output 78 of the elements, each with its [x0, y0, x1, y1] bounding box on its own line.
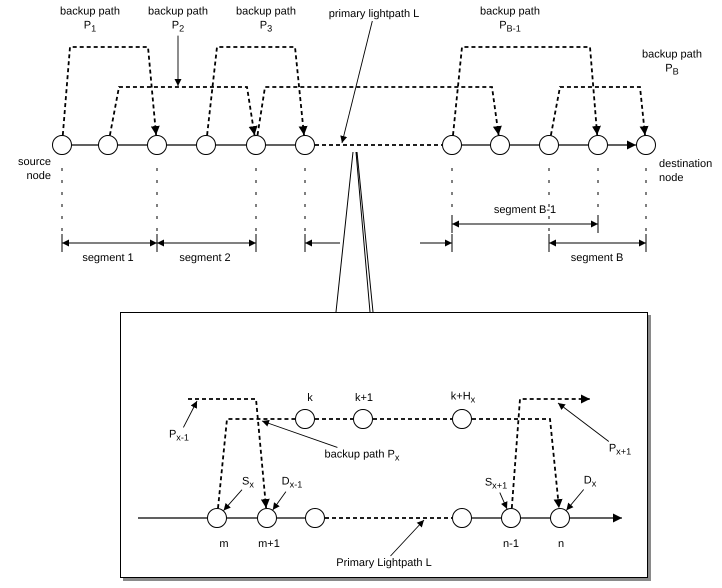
node-caption: n [558, 537, 564, 551]
text-label: backup path P$_{B}$ [641, 47, 703, 79]
node-circle [305, 508, 325, 528]
line [559, 144, 588, 146]
node-caption: k+H$_{x}$ [450, 389, 476, 407]
dashed-arrow [452, 46, 601, 136]
dashed-arrow [256, 86, 502, 136]
dashed-arrow [109, 86, 258, 136]
node-circle [147, 135, 167, 155]
line [472, 517, 501, 519]
arrow [570, 514, 622, 522]
text-label: backup path P$_{1}$ [59, 4, 121, 36]
callout-label: D$_{x-1}$ [282, 474, 302, 492]
dashed-line [315, 418, 353, 420]
node-caption: k+1 [354, 391, 374, 405]
dashed-arrow [206, 46, 308, 136]
text-label: segment B-1 [494, 203, 556, 217]
arrow [608, 140, 636, 150]
text-label: backup path P$_{3}$ [235, 4, 297, 36]
dashed-arrow [188, 398, 270, 508]
line [72, 144, 98, 146]
leader-line [182, 400, 198, 428]
dashed-line [325, 517, 452, 519]
text-label: segment 2 [179, 251, 231, 265]
dashed-arrow [550, 86, 649, 136]
text-label: backup path P$_{B-1}$ [479, 4, 541, 36]
leader-line [390, 520, 424, 556]
callout-label: backup path P$_{2}$ [142, 4, 214, 36]
node-circle [246, 135, 266, 155]
line [462, 144, 490, 146]
callout-label: S$_{x}$ [242, 474, 254, 492]
dashed-arrow [510, 394, 590, 508]
leader-line [566, 489, 584, 511]
node-circle [295, 135, 315, 155]
node-caption: k [307, 391, 313, 405]
node-circle [539, 135, 559, 155]
callout-label: S$_{x+1}$ [484, 475, 508, 493]
line [266, 144, 295, 146]
dashed-line [315, 144, 442, 146]
node-circle [442, 135, 462, 155]
node-caption: source node [16, 155, 51, 183]
node-circle [98, 135, 118, 155]
node-caption: n-1 [503, 537, 519, 551]
callout-label: primary lightpath L [328, 7, 420, 21]
dashed-line [217, 418, 295, 508]
node-caption: destination node [659, 157, 714, 185]
zoom-inset-panel [120, 312, 648, 578]
line [227, 517, 257, 519]
callout-label: Primary Lightpath L [336, 556, 432, 570]
callout-label: D$_{x}$ [584, 473, 596, 491]
leader-line [262, 420, 338, 448]
node-circle [196, 135, 216, 155]
dashed-line [373, 418, 452, 420]
leader-line [499, 492, 508, 510]
leader-line [340, 20, 373, 144]
line [510, 144, 539, 146]
leader-line [223, 489, 242, 511]
line [118, 144, 147, 146]
leader-line [174, 35, 182, 86]
node-caption: m+1 [258, 537, 280, 551]
line [138, 517, 207, 519]
leader-line [558, 402, 610, 442]
dashed-arrow [62, 46, 160, 136]
node-circle [588, 135, 608, 155]
node-circle [452, 508, 472, 528]
node-caption: m [219, 537, 229, 551]
text-label: segment 1 [82, 251, 134, 265]
text-label: segment B [570, 251, 624, 265]
node-circle [490, 135, 510, 155]
leader-line [272, 491, 286, 510]
callout-label: P$_{x+1}$ [608, 441, 632, 459]
line [216, 144, 246, 146]
line [521, 517, 550, 519]
callout-label: P$_{x-1}$ [168, 427, 190, 445]
line [277, 517, 305, 519]
dashed-arrow [472, 418, 563, 508]
line [167, 144, 196, 146]
callout-label: backup path P$_{x}$ [324, 447, 400, 465]
